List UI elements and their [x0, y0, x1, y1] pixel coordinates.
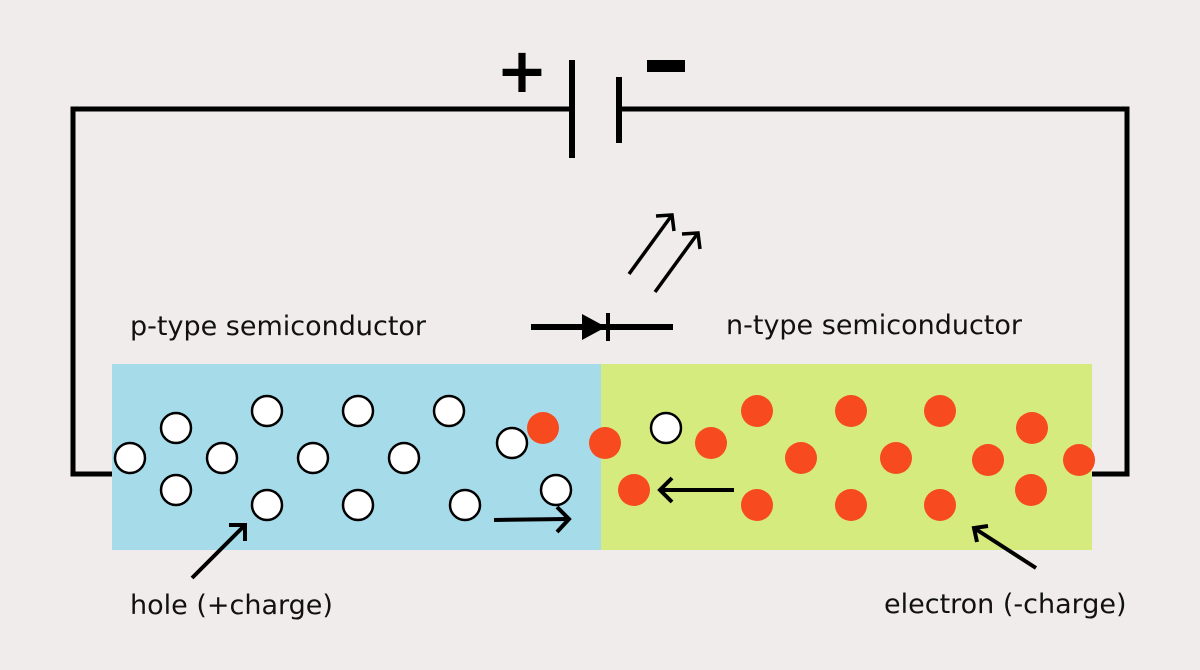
hole-particle: [649, 411, 683, 445]
electron-particle: [785, 442, 817, 474]
p-type-label: p-type semiconductor: [130, 311, 427, 342]
n-type-region: [601, 364, 1092, 550]
electron-particle: [741, 395, 773, 427]
holes-group: [113, 394, 683, 522]
electron-particle: [924, 489, 956, 521]
hole-particle: [159, 411, 193, 445]
hole-particle: [539, 473, 573, 507]
electron-particle: [1063, 444, 1095, 476]
electron-particle: [527, 412, 559, 444]
negative-terminal-sign: [647, 60, 685, 72]
circuit-wire-left: [70, 106, 572, 477]
electron-particle: [695, 427, 727, 459]
hole-label: hole (+charge): [130, 590, 333, 621]
electron-pointer-arrow-icon: [971, 524, 1038, 570]
hole-pointer-arrow-icon: [190, 523, 247, 580]
electron-particle: [741, 489, 773, 521]
hole-movement-arrow-icon: [493, 505, 572, 534]
hole-particle: [341, 394, 375, 428]
electron-particle: [924, 395, 956, 427]
electron-movement-arrow-icon: [657, 476, 734, 504]
hole-particle: [387, 441, 421, 475]
diode-symbol-icon: [531, 313, 673, 341]
battery-icon: [569, 60, 622, 158]
hole-particle: [432, 394, 466, 428]
hole-particle: [250, 394, 284, 428]
hole-particle: [205, 441, 239, 475]
electron-label: electron (-charge): [884, 589, 1127, 620]
circuit-wire-right: [620, 106, 1130, 477]
hole-particle: [159, 473, 193, 507]
hole-particle: [113, 441, 147, 475]
n-type-label: n-type semiconductor: [726, 310, 1023, 341]
electron-particle: [618, 474, 650, 506]
electron-particle: [972, 444, 1004, 476]
electrons-group: [527, 395, 1095, 521]
electron-particle: [589, 427, 621, 459]
electron-particle: [1015, 474, 1047, 506]
electron-particle: [835, 489, 867, 521]
positive-terminal-sign: +: [496, 34, 548, 107]
hole-particle: [448, 488, 482, 522]
electron-particle: [835, 395, 867, 427]
hole-particle: [250, 488, 284, 522]
hole-particle: [495, 426, 529, 460]
hole-particle: [341, 488, 375, 522]
light-emission-arrows-icon: [627, 213, 702, 294]
electron-particle: [1016, 412, 1048, 444]
electron-particle: [880, 442, 912, 474]
p-type-region: [112, 364, 602, 550]
hole-particle: [296, 441, 330, 475]
